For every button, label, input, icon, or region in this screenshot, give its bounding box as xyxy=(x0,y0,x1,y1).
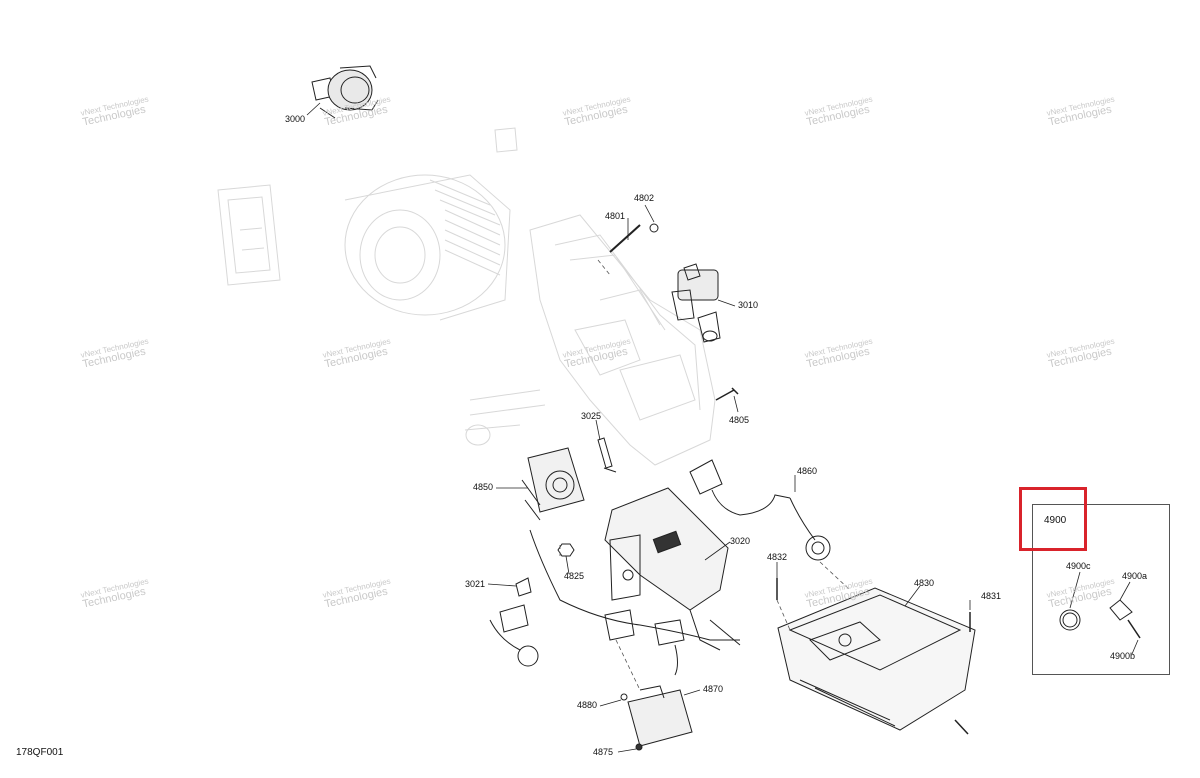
main-harness xyxy=(489,529,740,676)
callout-4805[interactable]: 4805 xyxy=(729,415,750,425)
pin-part xyxy=(609,224,641,253)
leader-lines xyxy=(306,102,1139,753)
ghost-coupler xyxy=(465,424,491,446)
ghost-bracket xyxy=(217,184,281,286)
screw-4875 xyxy=(635,743,643,751)
control-unit-part xyxy=(521,447,585,521)
kit-panel xyxy=(1032,504,1170,675)
callout-4880[interactable]: 4880 xyxy=(577,700,598,710)
callout-4875[interactable]: 4875 xyxy=(593,747,614,757)
kit-oring-4900c xyxy=(1059,609,1081,631)
pump-part xyxy=(311,65,379,119)
callout-4831[interactable]: 4831 xyxy=(981,591,1002,601)
callout-4801[interactable]: 4801 xyxy=(605,211,626,221)
harness-4860 xyxy=(689,459,831,561)
callout-4900a[interactable]: 4900a xyxy=(1122,571,1148,581)
ghost-motor xyxy=(344,174,511,321)
callout-4860[interactable]: 4860 xyxy=(797,466,818,476)
figure-code: 178QF001 xyxy=(16,747,64,758)
nut-part xyxy=(557,543,575,557)
callout-3010[interactable]: 3010 xyxy=(738,300,759,310)
valve-part xyxy=(671,263,721,343)
guide-lines xyxy=(559,259,851,691)
ghost-rods xyxy=(464,389,546,431)
callout-3020[interactable]: 3020 xyxy=(730,536,751,546)
heater-part xyxy=(604,487,741,651)
callout-4900c[interactable]: 4900c xyxy=(1066,561,1091,571)
callout-3025[interactable]: 3025 xyxy=(581,411,602,421)
kit-part-4900a xyxy=(1109,599,1133,621)
inverter-4830 xyxy=(777,587,976,731)
sensor-part xyxy=(597,437,617,473)
fitting-part xyxy=(954,719,969,735)
clip-part xyxy=(515,577,532,597)
screw-4880 xyxy=(620,693,628,701)
callout-4900b[interactable]: 4900b xyxy=(1110,651,1136,661)
callout-4802[interactable]: 4802 xyxy=(634,193,655,203)
highlight-box xyxy=(1019,487,1087,551)
module-4870 xyxy=(627,685,693,747)
callout-4832[interactable]: 4832 xyxy=(767,552,788,562)
callout-3021[interactable]: 3021 xyxy=(465,579,486,589)
callout-4850[interactable]: 4850 xyxy=(473,482,494,492)
callout-3000[interactable]: 3000 xyxy=(285,114,306,124)
ghost-bushing xyxy=(494,127,518,153)
kit-title-4900[interactable]: 4900 xyxy=(1044,515,1067,526)
callout-4830[interactable]: 4830 xyxy=(914,578,935,588)
washer-part xyxy=(649,223,659,233)
callout-4870[interactable]: 4870 xyxy=(703,684,724,694)
kit-screw-4900b xyxy=(1127,619,1141,639)
callout-4825[interactable]: 4825 xyxy=(564,571,585,581)
bolt-4805 xyxy=(715,387,739,401)
ghost-frame xyxy=(529,214,716,466)
